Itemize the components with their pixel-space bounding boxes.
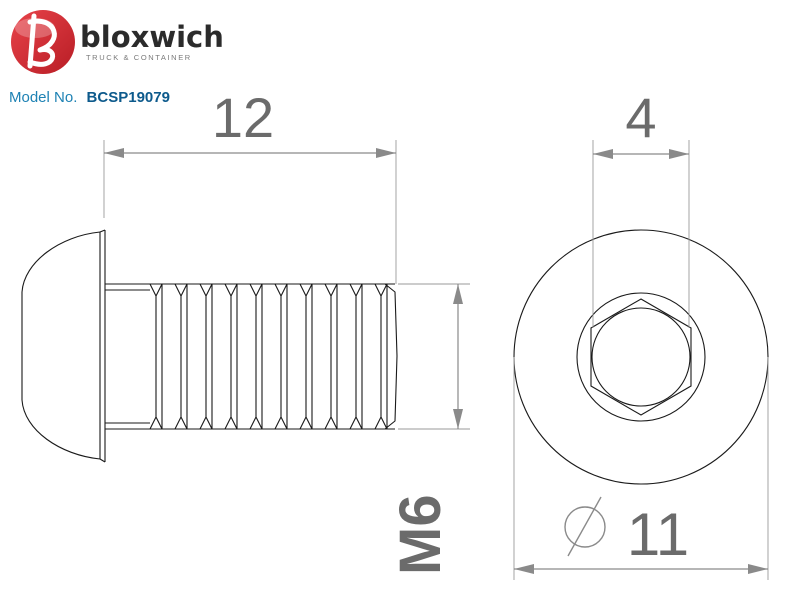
hex-socket-icon — [590, 298, 692, 416]
bolt-end-view — [513, 229, 769, 485]
hex-key-dimension: 4 — [592, 86, 690, 328]
bolt-tip — [384, 283, 398, 430]
thread-dimension: M6 — [388, 283, 470, 575]
socket-inner-circle — [591, 307, 691, 407]
head-diameter-dimension: 11 — [513, 357, 769, 580]
thread-crest — [224, 283, 238, 430]
model-number-line: Model No. BCSP19079 — [9, 89, 170, 106]
thread-crest — [174, 283, 188, 430]
thread-crest — [199, 283, 213, 430]
thread-crest — [374, 283, 388, 430]
thread-crest — [149, 283, 163, 430]
brand-name: bloxwich — [80, 20, 224, 54]
brand-logo — [11, 10, 75, 74]
diameter-symbol-icon — [564, 496, 606, 557]
logo-circle — [11, 10, 75, 74]
brand-tagline: TRUCK & CONTAINER — [86, 53, 192, 62]
thread-crest — [299, 283, 313, 430]
model-number: BCSP19079 — [87, 89, 170, 106]
head-outer-circle — [513, 229, 769, 485]
thread-crest — [324, 283, 338, 430]
thread-crest — [274, 283, 288, 430]
socket-circle — [576, 292, 706, 422]
thread-crest — [349, 283, 363, 430]
thread-dimension-label: M6 — [388, 494, 453, 575]
head-diameter-dimension-label: 11 — [627, 501, 689, 568]
length-dimension: 12 — [103, 86, 397, 284]
hex-key-dimension-label: 4 — [625, 86, 656, 149]
model-label: Model No. — [9, 89, 77, 106]
length-dimension-label: 12 — [212, 86, 274, 149]
logo-b-mark-icon — [27, 13, 57, 69]
thread-crest — [249, 283, 263, 430]
bolt-threads — [149, 283, 388, 430]
bolt-side-view — [21, 229, 398, 463]
bolt-head-dome — [21, 231, 101, 460]
